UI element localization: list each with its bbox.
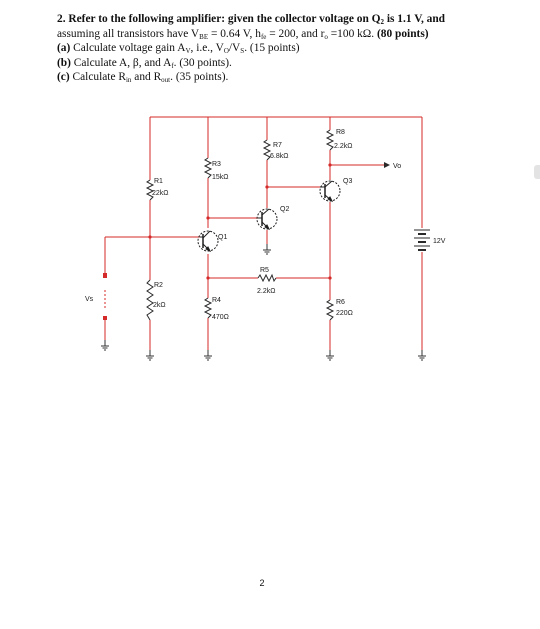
battery-12v-icon — [414, 229, 430, 251]
transistor-q1-icon — [197, 230, 219, 253]
label-r5-value: 2.2kΩ — [257, 288, 275, 295]
page-edge-tab — [534, 165, 540, 179]
source-terminal-bottom — [103, 316, 107, 320]
points-total: (80 points) — [376, 27, 429, 40]
resistor-r6 — [325, 299, 335, 321]
label-source: Vs — [85, 296, 94, 303]
wiring — [104, 116, 423, 350]
label-r1-name: R1 — [154, 178, 163, 185]
label-q3: Q3 — [343, 178, 352, 185]
junction-dots — [148, 163, 332, 280]
resistor-r1 — [145, 179, 155, 201]
page-number: 2 — [259, 578, 265, 588]
resistor-r2 — [146, 279, 154, 321]
part-c: (c) Calculate Rin and Rout. (35 points). — [57, 71, 229, 85]
resistor-r8 — [325, 129, 335, 151]
label-output: Vo — [393, 163, 401, 170]
ground-icon — [417, 349, 427, 361]
label-r3-value: 15kΩ — [212, 174, 229, 181]
label-r1-value: 22kΩ — [152, 190, 169, 197]
resistor-r5 — [257, 273, 277, 283]
label-r5-name: R5 — [260, 267, 269, 274]
label-r8-name: R8 — [336, 129, 345, 136]
label-r8-value: 2.2kΩ — [334, 143, 352, 150]
ground-icon — [203, 349, 213, 361]
ground-icon — [100, 339, 110, 351]
label-r2-value: 2kΩ — [153, 302, 166, 309]
label-r2-name: R2 — [154, 282, 163, 289]
problem-line-1: 2. Refer to the following amplifier: giv… — [57, 13, 446, 26]
resistor-r4 — [203, 297, 213, 319]
label-r7-value: 6.8kΩ — [270, 153, 288, 160]
label-q1: Q1 — [218, 234, 227, 241]
ground-icon — [262, 243, 272, 255]
resistor-r3 — [203, 157, 213, 179]
ground-icon — [325, 349, 335, 361]
label-r7-name: R7 — [273, 142, 282, 149]
ground-icon — [145, 349, 155, 361]
label-supply: 12V — [433, 238, 446, 245]
part-a: (a) Calculate voltage gain AV, i.e., VO/… — [57, 42, 300, 56]
label-r4-value: 470Ω — [212, 314, 229, 321]
problem-line-2: assuming all transistors have VBE = 0.64… — [57, 27, 429, 41]
transistor-q2-icon — [256, 208, 278, 231]
source-terminal-top — [103, 273, 107, 278]
output-arrow-icon — [384, 162, 390, 168]
label-r6-name: R6 — [336, 299, 345, 306]
label-q2: Q2 — [280, 206, 289, 213]
resistor-r7 — [262, 139, 272, 161]
problem-statement: 2. Refer to the following amplifier: giv… — [57, 12, 497, 85]
part-b: (b) Calculate A, β, and Af. (30 points). — [57, 56, 232, 70]
transistor-q3-icon — [319, 180, 341, 203]
label-r6-value: 220Ω — [336, 310, 353, 317]
label-r3-name: R3 — [212, 161, 221, 168]
label-r4-name: R4 — [212, 297, 221, 304]
